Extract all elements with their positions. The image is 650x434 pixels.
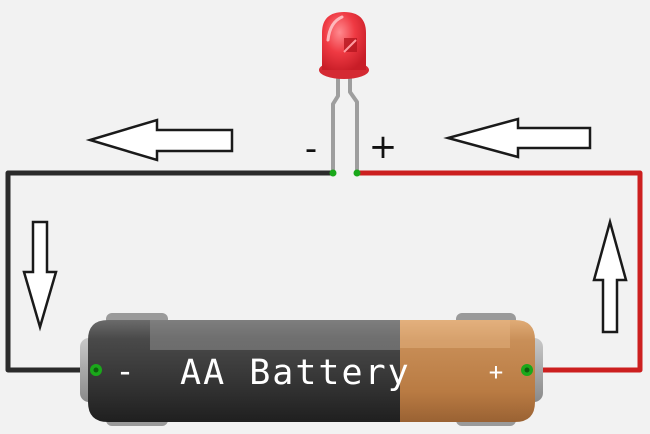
- aa-battery: - AA Battery +: [80, 313, 543, 426]
- flow-arrow-top-right: [443, 117, 592, 159]
- led: [319, 12, 369, 177]
- negative-wire: [5, 170, 333, 373]
- battery-negative-label: -: [115, 352, 134, 390]
- battery-label: AA Battery: [180, 353, 411, 393]
- led-positive-label: +: [369, 127, 398, 167]
- led-positive-leg: [348, 78, 359, 173]
- positive-wire: [357, 170, 643, 373]
- flow-arrow-left: [22, 220, 58, 332]
- led-negative-terminal: [329, 169, 337, 177]
- battery-positive-label: +: [489, 358, 503, 386]
- led-positive-terminal: [353, 169, 361, 177]
- led-negative-leg: [331, 78, 340, 173]
- battery-cap: [400, 320, 535, 422]
- flow-arrow-right: [592, 217, 628, 334]
- flow-arrow-top-left: [85, 118, 234, 162]
- led-negative-label: -: [305, 129, 317, 169]
